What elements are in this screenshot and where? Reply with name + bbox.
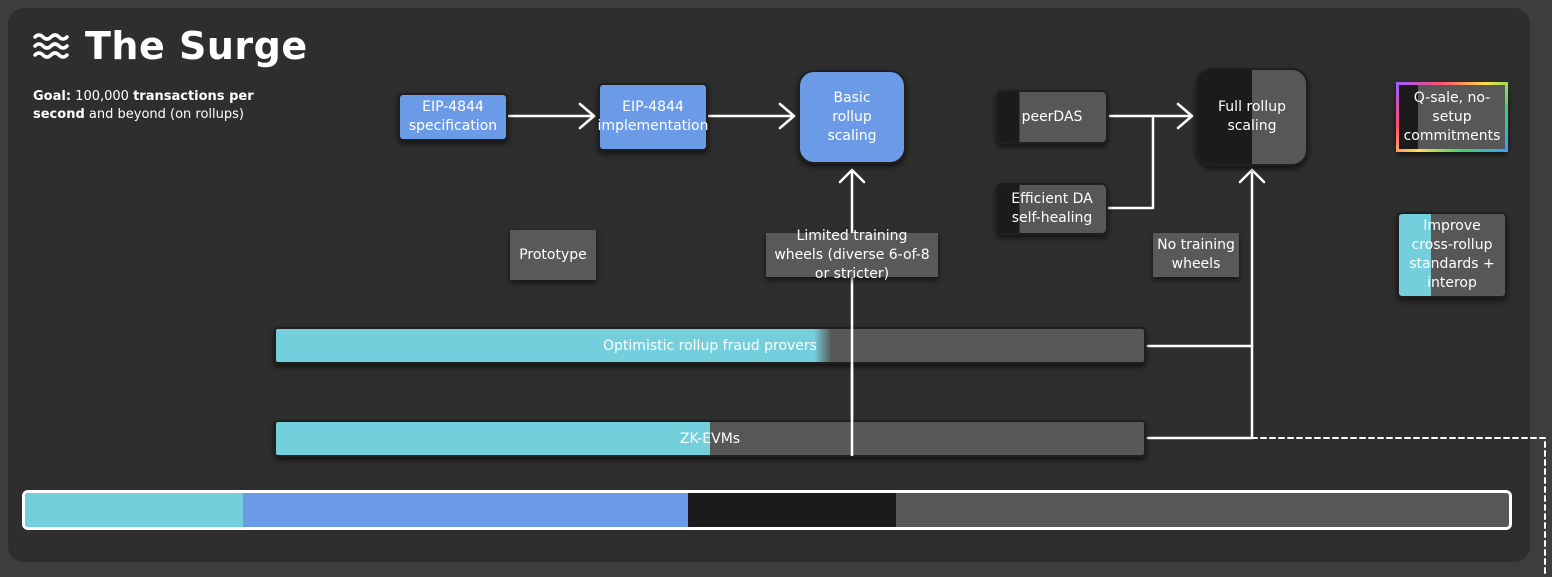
legend-segment-2 — [688, 493, 897, 527]
peerdas-node: peerDAS — [996, 90, 1108, 144]
progress-legend-bar — [22, 490, 1512, 530]
no-wheels-label-box: No training wheels — [1153, 233, 1239, 277]
basic-rollup-label: Basic rollup scaling — [827, 89, 877, 144]
qsafe-label: Q-sale, no-setup commitments — [1403, 89, 1501, 144]
eip4844-impl-label: EIP-4844 implementation — [597, 99, 709, 134]
limited-wheels-label-box: Limited training wheels (diverse 6-of-8 … — [766, 228, 938, 282]
cross-rollup-label: Improve cross-rollup standards + interop — [1409, 218, 1495, 291]
goal-emphasis: transactions per second — [33, 89, 254, 122]
goal-label: Goal: — [33, 89, 72, 104]
limited-wheels-label: Limited training wheels (diverse 6-of-8 … — [774, 227, 930, 282]
efficient-da-node: Efficient DA self-healing — [996, 183, 1108, 235]
no-wheels-label: No training wheels — [1157, 237, 1235, 272]
efficient-da-label: Efficient DA self-healing — [1011, 191, 1093, 226]
basic-rollup-node: Basic rollup scaling — [798, 70, 906, 164]
waves-icon — [33, 33, 69, 59]
zkevm-label: ZK-EVMs — [679, 430, 741, 447]
zkevm-bar: ZK-EVMs — [274, 420, 1146, 457]
goal-value: 100,000 — [75, 89, 129, 104]
prototype-label-box: Prototype — [510, 230, 596, 280]
legend-segment-3 — [896, 493, 1509, 527]
eip4844-spec-node: EIP-4844 specification — [398, 93, 508, 141]
qsafe-node: Q-sale, no-setup commitments — [1396, 82, 1508, 152]
cross-rollup-node: Improve cross-rollup standards + interop — [1397, 212, 1507, 298]
full-rollup-node: Full rollup scaling — [1196, 68, 1308, 166]
optimistic-rollup-label: Optimistic rollup fraud provers — [603, 337, 817, 354]
eip4844-impl-node: EIP-4844 implementation — [598, 83, 708, 151]
page-title: The Surge — [85, 24, 308, 68]
full-rollup-label: Full rollup scaling — [1218, 99, 1286, 134]
title-row: The Surge — [33, 24, 308, 68]
prototype-label: Prototype — [519, 246, 587, 263]
eip4844-spec-label: EIP-4844 specification — [408, 99, 498, 134]
legend-segment-0 — [25, 493, 244, 527]
goal-text: Goal: 100,000 transactions per second an… — [33, 88, 283, 124]
legend-segment-1 — [243, 493, 689, 527]
optimistic-rollup-bar: Optimistic rollup fraud provers — [274, 327, 1146, 364]
goal-rest: and beyond (on rollups) — [88, 107, 244, 122]
peerdas-label: peerDAS — [1021, 108, 1083, 125]
